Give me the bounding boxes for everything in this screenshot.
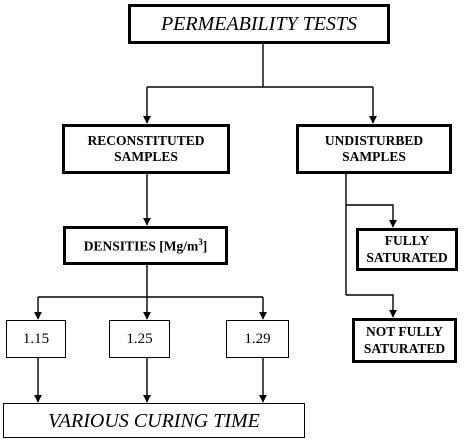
density-value-box-3: 1.29 bbox=[226, 320, 289, 358]
not-fully-saturated-line-1: NOT FULLY bbox=[366, 324, 443, 340]
reconstituted-samples-line-1: RECONSTITUTED bbox=[87, 132, 205, 148]
arrow-undisturbed-to-fully-saturated bbox=[346, 204, 397, 228]
densities-box: DENSITIES [Mg/m3] bbox=[63, 226, 228, 265]
undisturbed-samples-line-2: SAMPLES bbox=[342, 149, 406, 164]
curing-time-label: VARIOUS CURING TIME bbox=[48, 409, 260, 432]
undisturbed-samples-line-1: UNDISTURBED bbox=[324, 132, 424, 148]
undisturbed-samples-box: UNDISTURBED SAMPLES bbox=[296, 124, 452, 174]
density-value-2: 1.25 bbox=[126, 331, 153, 347]
fully-saturated-label: FULLY SATURATED bbox=[366, 233, 447, 265]
permeability-tests-box: PERMEABILITY TESTS bbox=[128, 4, 390, 44]
density-value-1: 1.15 bbox=[22, 331, 50, 347]
densities-label: DENSITIES [Mg/m3] bbox=[84, 237, 207, 255]
reconstituted-samples-line-2: SAMPLES bbox=[114, 149, 178, 164]
arrow-undisturbed-to-not-fully-saturated bbox=[346, 294, 397, 318]
densities-closing-bracket: ] bbox=[202, 238, 208, 254]
permeability-tests-label: PERMEABILITY TESTS bbox=[160, 13, 358, 35]
density-value-box-2: 1.25 bbox=[109, 320, 170, 358]
density-value-3: 1.29 bbox=[244, 331, 271, 347]
not-fully-saturated-label: NOT FULLY SATURATED bbox=[364, 324, 445, 356]
undisturbed-samples-label: UNDISTURBED SAMPLES bbox=[325, 133, 423, 165]
fully-saturated-line-2: SATURATED bbox=[366, 249, 448, 265]
reconstituted-samples-box: RECONSTITUTED SAMPLES bbox=[62, 124, 230, 174]
densities-text: DENSITIES [Mg/m bbox=[83, 238, 199, 254]
density-value-box-1: 1.15 bbox=[6, 320, 66, 358]
densities-unit-exponent: 3 bbox=[198, 236, 203, 247]
fully-saturated-line-1: FULLY bbox=[384, 233, 430, 249]
not-fully-saturated-box: NOT FULLY SATURATED bbox=[352, 318, 457, 363]
curing-time-box: VARIOUS CURING TIME bbox=[3, 403, 305, 438]
not-fully-saturated-line-2: SATURATED bbox=[363, 340, 446, 356]
fully-saturated-box: FULLY SATURATED bbox=[356, 228, 458, 271]
reconstituted-samples-label: RECONSTITUTED SAMPLES bbox=[87, 133, 204, 165]
